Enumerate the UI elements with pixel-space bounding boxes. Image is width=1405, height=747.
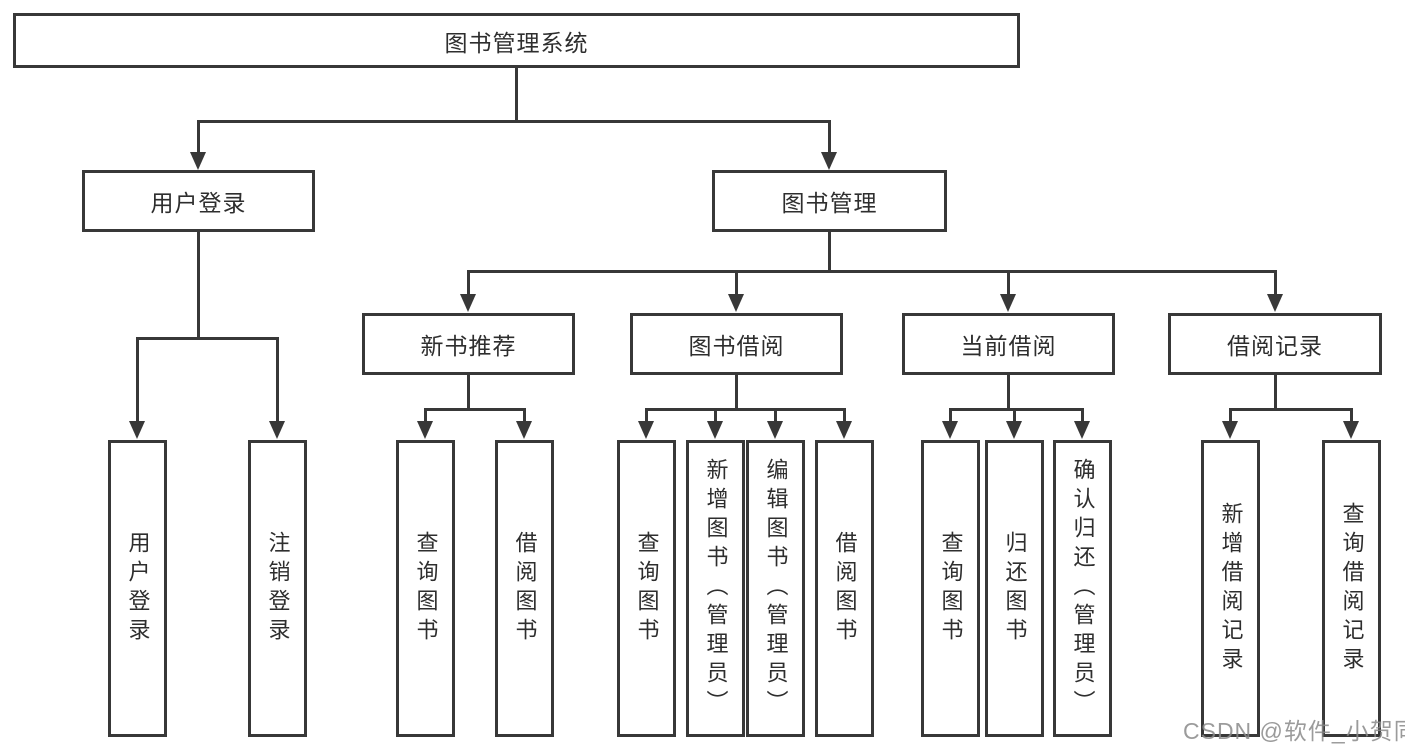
arrow-down-icon [728, 294, 744, 312]
connector-line [1007, 270, 1010, 295]
arrow-down-icon [1000, 294, 1016, 312]
leaf-query-books-recommend: 查询图书 [396, 440, 455, 737]
connector-line [735, 375, 738, 411]
leaf-label: 查询图书 [413, 530, 439, 647]
node-user-login-branch: 用户登录 [82, 170, 315, 232]
node-label: 图书管理 [781, 190, 878, 216]
arrow-down-icon [417, 421, 433, 439]
leaf-label: 归还图书 [1002, 530, 1028, 647]
node-current-borrow: 当前借阅 [902, 313, 1115, 375]
leaf-label: 确认归还（管理员） [1070, 458, 1096, 719]
connector-line [714, 408, 717, 423]
arrow-down-icon [516, 421, 532, 439]
leaf-label: 新增图书（管理员） [703, 458, 729, 719]
arrow-down-icon [1006, 421, 1022, 439]
connector-line [1007, 375, 1010, 411]
node-label: 新书推荐 [420, 333, 517, 359]
connector-line [1229, 408, 1353, 411]
node-root: 图书管理系统 [13, 13, 1020, 68]
connector-line [949, 408, 952, 423]
connector-line [197, 120, 831, 123]
arrow-down-icon [821, 152, 837, 170]
csdn-watermark: CSDN @软件_小贺同学 [1183, 718, 1405, 744]
leaf-add-books-admin: 新增图书（管理员） [686, 440, 745, 737]
arrow-down-icon [269, 421, 285, 439]
connector-line [949, 408, 1084, 411]
leaf-return-books: 归还图书 [985, 440, 1044, 737]
arrow-down-icon [129, 421, 145, 439]
connector-line [645, 408, 648, 423]
connector-line [424, 408, 526, 411]
arrow-down-icon [1074, 421, 1090, 439]
connector-line [515, 68, 518, 123]
connector-line [774, 408, 777, 423]
leaf-edit-books-admin: 编辑图书（管理员） [746, 440, 805, 737]
connector-line [735, 270, 738, 295]
connector-line [828, 232, 831, 272]
connector-line [424, 408, 427, 423]
leaf-logout: 注销登录 [248, 440, 307, 737]
node-root-label: 图书管理系统 [444, 29, 589, 56]
leaf-borrow-books-recommend: 借阅图书 [495, 440, 554, 737]
arrow-down-icon [836, 421, 852, 439]
connector-line [197, 232, 200, 337]
leaf-query-books-borrow: 查询图书 [617, 440, 676, 737]
leaf-query-borrow-record: 查询借阅记录 [1322, 440, 1381, 737]
connector-line [136, 337, 279, 340]
arrow-down-icon [767, 421, 783, 439]
leaf-label: 查询图书 [634, 530, 660, 647]
arrow-down-icon [638, 421, 654, 439]
arrow-down-icon [1222, 421, 1238, 439]
leaf-label: 借阅图书 [512, 530, 538, 647]
leaf-label: 借阅图书 [832, 530, 858, 647]
node-label: 用户登录 [150, 190, 247, 216]
connector-line [467, 270, 1277, 273]
node-new-book-recommend: 新书推荐 [362, 313, 575, 375]
node-book-borrow: 图书借阅 [630, 313, 843, 375]
leaf-label: 新增借阅记录 [1218, 501, 1244, 676]
leaf-label: 查询图书 [938, 530, 964, 647]
connector-line [467, 270, 470, 295]
arrow-down-icon [190, 152, 206, 170]
leaf-user-login: 用户登录 [108, 440, 167, 737]
leaf-borrow-books: 借阅图书 [815, 440, 874, 737]
leaf-add-borrow-record: 新增借阅记录 [1201, 440, 1260, 737]
connector-line [1274, 270, 1277, 295]
leaf-label: 注销登录 [265, 530, 291, 647]
connector-line [1081, 408, 1084, 423]
node-book-management-branch: 图书管理 [712, 170, 947, 232]
arrow-down-icon [1343, 421, 1359, 439]
arrow-down-icon [460, 294, 476, 312]
connector-line [843, 408, 846, 423]
connector-line [276, 337, 279, 422]
leaf-query-books-current: 查询图书 [921, 440, 980, 737]
connector-line [1350, 408, 1353, 423]
connector-line [828, 120, 831, 153]
arrow-down-icon [707, 421, 723, 439]
leaf-label: 编辑图书（管理员） [763, 458, 789, 719]
arrow-down-icon [942, 421, 958, 439]
arrow-down-icon [1267, 294, 1283, 312]
node-label: 图书借阅 [688, 333, 785, 359]
connector-line [1229, 408, 1232, 423]
node-label: 当前借阅 [960, 333, 1057, 359]
connector-line [1013, 408, 1016, 423]
leaf-label: 查询借阅记录 [1339, 501, 1365, 676]
connector-line [645, 408, 846, 411]
connector-line [1274, 375, 1277, 411]
node-borrow-record: 借阅记录 [1168, 313, 1382, 375]
connector-line [467, 375, 470, 411]
connector-line [523, 408, 526, 423]
leaf-label: 用户登录 [125, 530, 151, 647]
node-label: 借阅记录 [1227, 333, 1323, 359]
leaf-confirm-return-admin: 确认归还（管理员） [1053, 440, 1112, 737]
connector-line [136, 337, 139, 422]
connector-line [197, 120, 200, 153]
